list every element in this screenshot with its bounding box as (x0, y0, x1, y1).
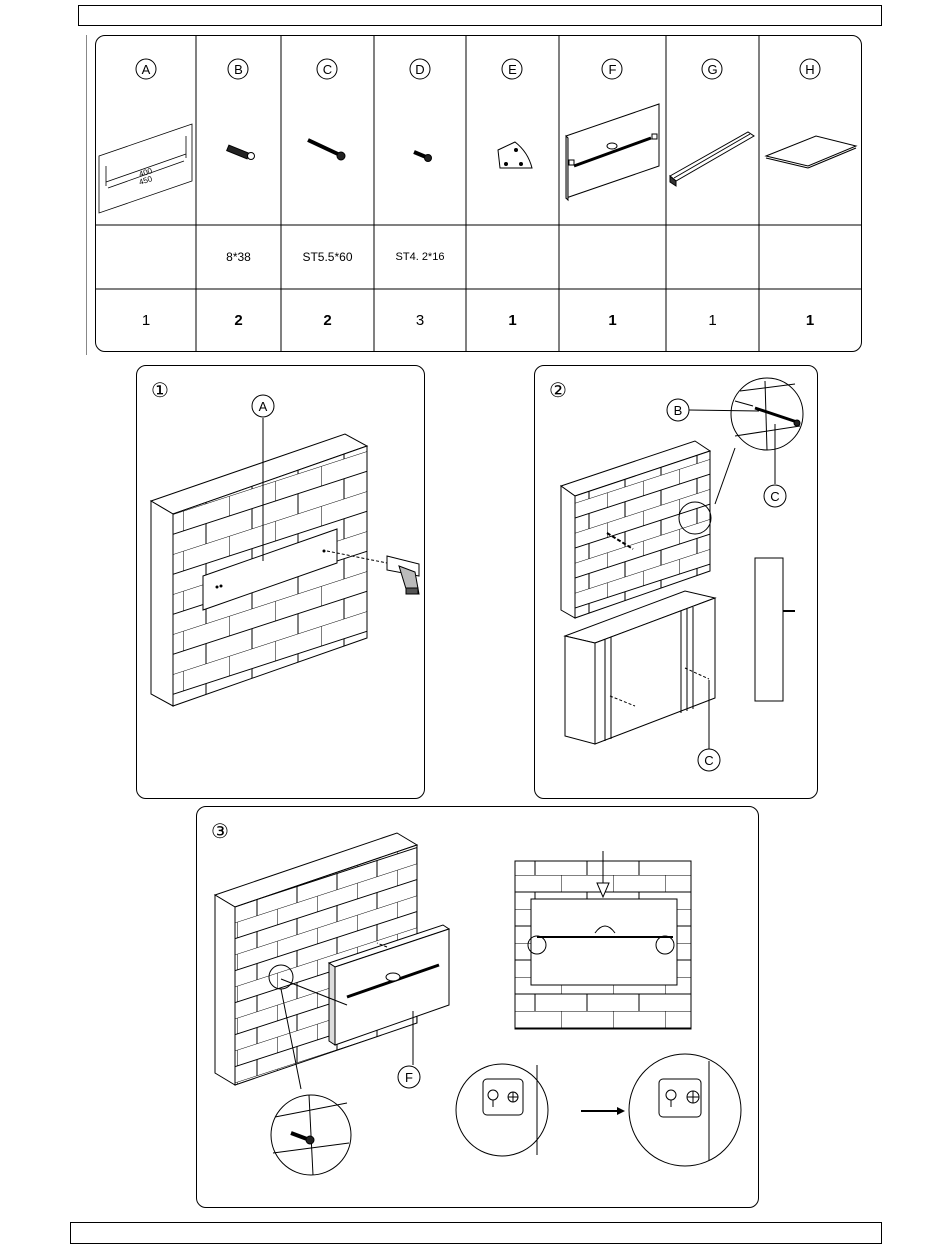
spec-cell-h (759, 225, 861, 289)
step-1-label-a: A (259, 399, 268, 414)
step-3-panel: ③ (196, 806, 759, 1208)
step-3-label-f: F (405, 1070, 413, 1085)
qty-cell-a: 1 (96, 289, 196, 351)
spec-cell-c: ST5.5*60 (281, 225, 374, 289)
long-screw-drawing (308, 140, 345, 160)
header-bar (78, 5, 882, 26)
part-illustrations: 400 450 (96, 36, 861, 225)
step-2-panel: ② B (534, 365, 818, 799)
qty-cell-g: 1 (666, 289, 759, 351)
qty-cell-e: 1 (466, 289, 559, 351)
margin-rule (86, 35, 87, 355)
parts-table: A B C D E F G H (95, 35, 862, 352)
step-3-illustration: F (197, 807, 758, 1207)
spec-cell-a (96, 225, 196, 289)
spec-cell-f (559, 225, 666, 289)
spec-cell-d: ST4. 2*16 (374, 225, 466, 289)
short-screw-drawing (414, 152, 432, 162)
qty-cell-h: 1 (759, 289, 861, 351)
step-1-panel: ① A (136, 365, 425, 799)
step-2-label-c-bottom: C (704, 753, 713, 768)
footer-bar (70, 1222, 882, 1244)
step-2-label-b: B (674, 403, 683, 418)
glass-shelf-drawing (766, 136, 856, 168)
spec-cell-e (466, 225, 559, 289)
qty-cell-b: 2 (196, 289, 281, 351)
qty-cell-f: 1 (559, 289, 666, 351)
step-1-illustration: A (137, 366, 424, 798)
step-2-label-c-top: C (770, 489, 779, 504)
qty-cell-d: 3 (374, 289, 466, 351)
step-2-illustration: B C C (535, 366, 817, 798)
glass-panel-drawing (566, 104, 659, 200)
wall-plug-drawing (227, 145, 255, 159)
spec-cell-b: 8*38 (196, 225, 281, 289)
rail-drawing (670, 132, 754, 186)
corner-cap-drawing (498, 142, 532, 168)
qty-cell-c: 2 (281, 289, 374, 351)
spec-cell-g (666, 225, 759, 289)
